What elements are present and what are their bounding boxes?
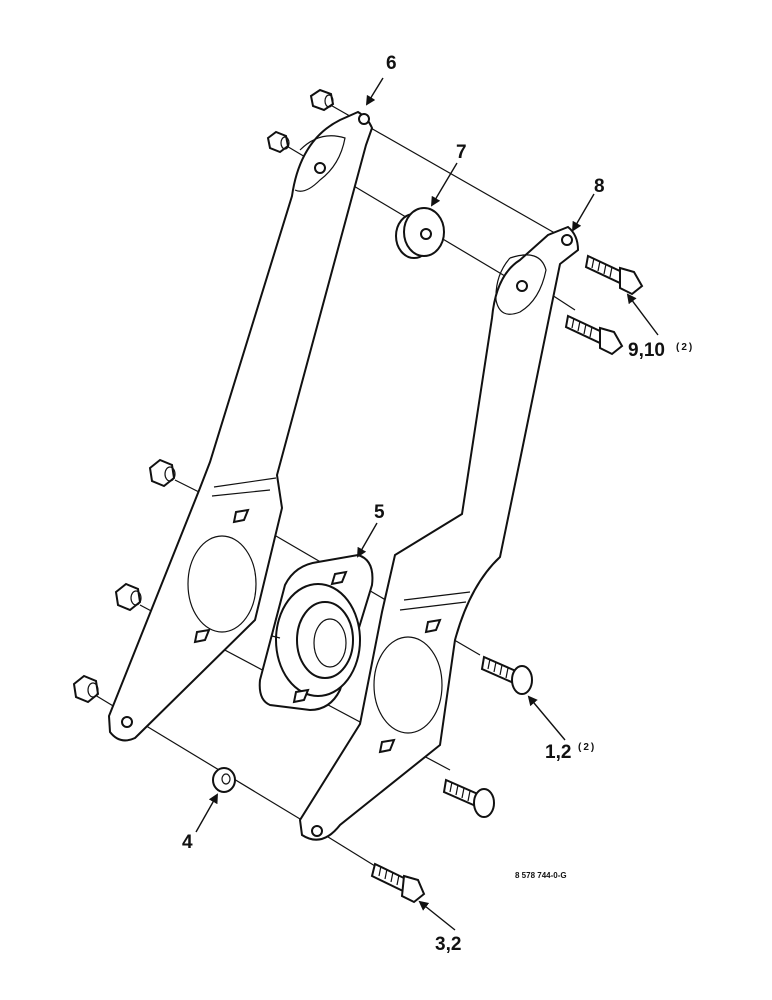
bearing-item-5 (258, 553, 374, 712)
left-arm-bottom-hole (121, 716, 133, 728)
callout-7: 7 (456, 142, 467, 163)
callout-9-10: 9,10 (628, 340, 665, 361)
left-arm (107, 110, 374, 742)
nut-mid-2 (114, 582, 142, 612)
nuts (72, 88, 335, 704)
callout-8: 8 (594, 176, 605, 197)
roller-item-7 (395, 207, 445, 259)
callout-1-2-quantity: (2) (578, 742, 596, 753)
nut-top-1 (309, 88, 335, 112)
right-arm-pivot-hole (516, 280, 528, 292)
callout-4: 4 (182, 832, 193, 853)
callout-9-10-quantity: (2) (676, 342, 694, 353)
callout-5: 5 (374, 502, 385, 523)
nut-bottom (72, 674, 100, 704)
spacer-item-4 (212, 767, 236, 793)
left-arm-top-hole (358, 113, 370, 125)
right-arm-bottom-hole (311, 825, 323, 837)
callout-1-2: 1,2 (545, 742, 571, 763)
nut-mid-1 (148, 458, 176, 488)
bolts-items-9-10 (564, 254, 644, 356)
leader-lines (195, 77, 659, 931)
nut-top-2 (266, 130, 290, 154)
callout-3-2: 3,2 (435, 934, 461, 955)
drawing-code: 8 578 744-0-G (515, 871, 567, 880)
callout-labels: 6 7 8 9,10 (2) 5 1,2 (2) 4 3,2 (182, 53, 694, 955)
right-arm-top-hole (561, 234, 573, 246)
carriage-bolts-items-1-2 (442, 655, 533, 818)
callout-6: 6 (386, 53, 397, 74)
right-arm (298, 225, 580, 841)
bolt-item-3 (370, 862, 426, 904)
left-arm-pivot-hole (314, 162, 326, 174)
